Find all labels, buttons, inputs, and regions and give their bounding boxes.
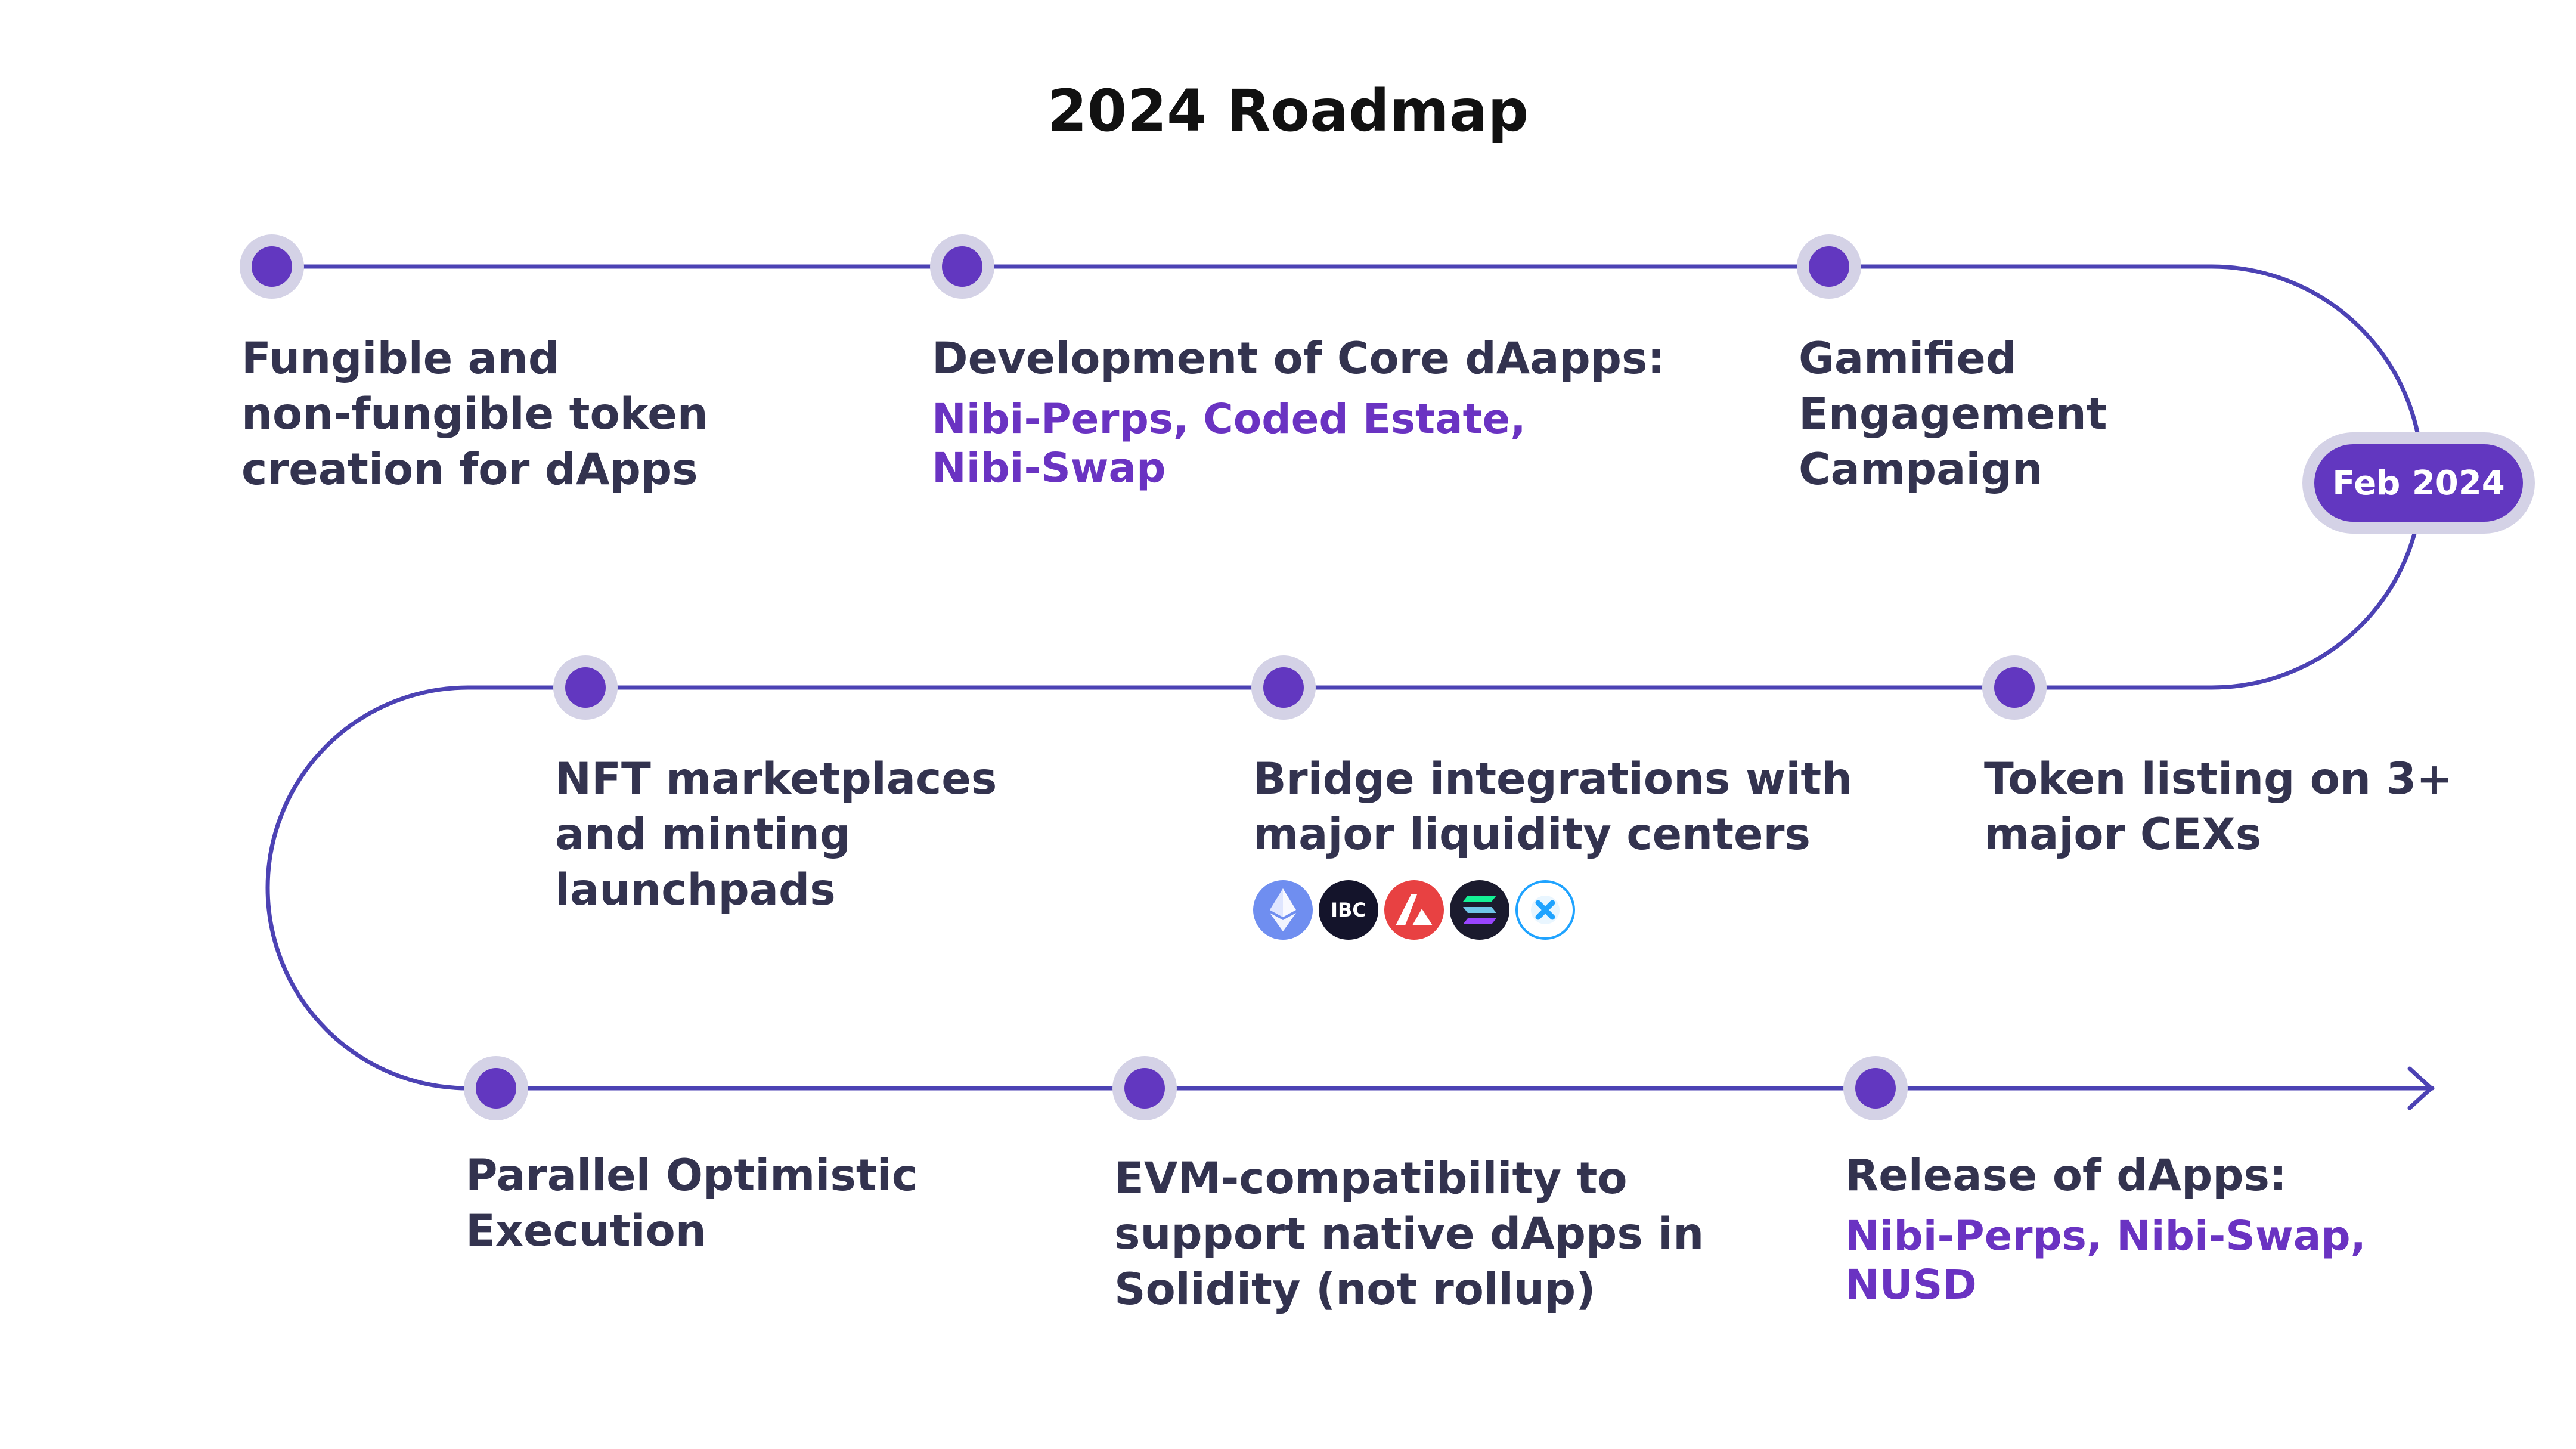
milestone-title: Bridge integrations with major liquidity…	[1253, 754, 1853, 860]
milestone-title: EVM-compatibility to support native dApp…	[1114, 1153, 1704, 1315]
milestone-core-dapps: Development of Core dAapps: Nibi-Perps, …	[932, 331, 1665, 493]
milestone-nft-marketplaces: NFT marketplaces and minting launchpads	[555, 751, 997, 918]
milestone-subtitle: Nibi-Perps, Coded Estate, Nibi-Swap	[932, 395, 1526, 492]
page-title: 2024 Roadmap	[1047, 78, 1529, 144]
ethereum-icon	[1253, 880, 1313, 940]
milestone-cex-listing: Token listing on 3+ major CEXs	[1984, 751, 2453, 862]
milestone-subtitle: Nibi-Perps, Nibi-Swap, NUSD	[1845, 1212, 2366, 1309]
chain-icons: IBC	[1253, 880, 1852, 940]
ibc-icon: IBC	[1319, 880, 1378, 940]
milestone-title: NFT marketplaces and minting launchpads	[555, 754, 997, 915]
milestone-title: Release of dApps:	[1845, 1150, 2287, 1201]
solana-icon	[1450, 880, 1509, 940]
milestone-node	[240, 234, 304, 299]
milestone-node	[1843, 1056, 1908, 1120]
milestone-bridge-integrations: Bridge integrations with major liquidity…	[1253, 751, 1852, 940]
milestone-title: Fungible and non-fungible token creation…	[241, 333, 708, 495]
milestone-title: Development of Core dAapps:	[932, 333, 1665, 384]
milestone-node	[930, 234, 994, 299]
milestone-evm-compatibility: EVM-compatibility to support native dApp…	[1114, 1151, 1704, 1317]
milestone-parallel-execution: Parallel Optimistic Execution	[466, 1148, 917, 1259]
milestone-node	[1251, 655, 1316, 720]
svg-text:IBC: IBC	[1331, 899, 1366, 921]
date-badge: Feb 2024	[2302, 432, 2535, 534]
arrow-head-icon	[2407, 1066, 2434, 1110]
date-badge-label: Feb 2024	[2314, 444, 2523, 522]
milestone-node	[1797, 234, 1861, 299]
avalanche-icon	[1384, 880, 1444, 940]
milestone-title: Token listing on 3+ major CEXs	[1984, 754, 2453, 860]
milestone-node	[1982, 655, 2047, 720]
milestone-node	[553, 655, 618, 720]
milestone-title: Gamified Engagement Campaign	[1799, 333, 2107, 495]
milestone-node	[464, 1056, 528, 1120]
milestone-dapps-release: Release of dApps: Nibi-Perps, Nibi-Swap,…	[1845, 1148, 2366, 1309]
milestone-gamified-campaign: Gamified Engagement Campaign	[1799, 331, 2107, 497]
milestone-token-creation: Fungible and non-fungible token creation…	[241, 331, 708, 497]
axelar-icon	[1515, 880, 1575, 940]
milestone-node	[1112, 1056, 1177, 1120]
milestone-title: Parallel Optimistic Execution	[466, 1150, 918, 1256]
